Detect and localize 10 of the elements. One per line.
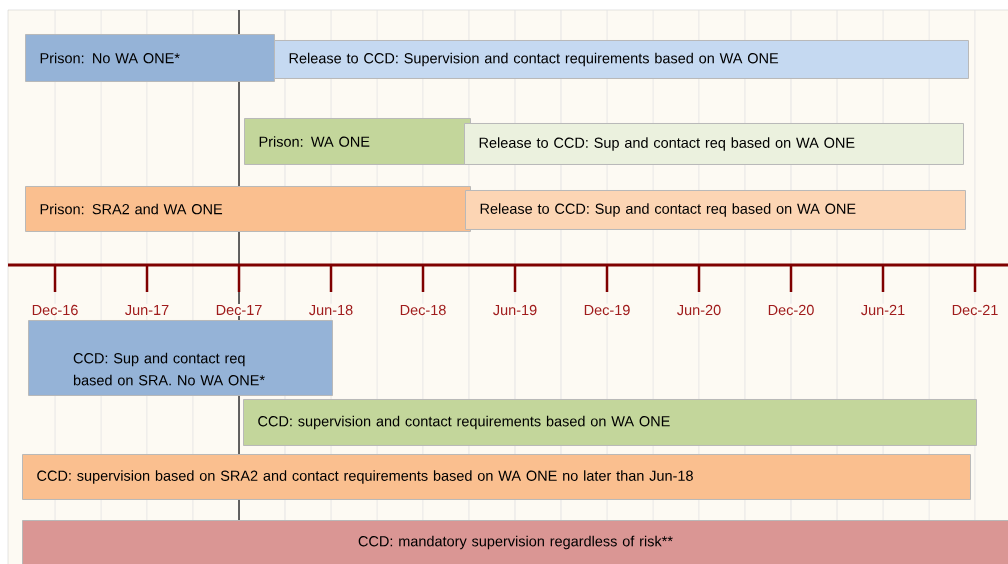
timeline-bar: CCD: mandatory supervision regardless of risk**: [22, 520, 1008, 564]
timeline-bar: Prison: SRA2 and WA ONE: [25, 186, 471, 232]
timeline-bar: CCD: supervision based on SRA2 and contact requirements based on WA ONE no later than Jun-18: [22, 454, 971, 500]
timeline-bar: Release to CCD: Sup and contact req based on WA ONE: [464, 123, 964, 165]
timeline-bar: CCD: supervision and contact requirements based on WA ONE: [243, 399, 977, 446]
timeline-bar: Release to CCD: Sup and contact req based on WA ONE: [465, 190, 966, 230]
timeline-bar: CCD: Sup and contact req based on SRA. No WA ONE*: [28, 320, 333, 396]
timeline-bar: Release to CCD: Supervision and contact requirements based on WA ONE: [274, 40, 969, 79]
timeline-bar: Prison: WA ONE: [244, 118, 471, 165]
timeline-bar: Prison: No WA ONE*: [25, 34, 275, 82]
